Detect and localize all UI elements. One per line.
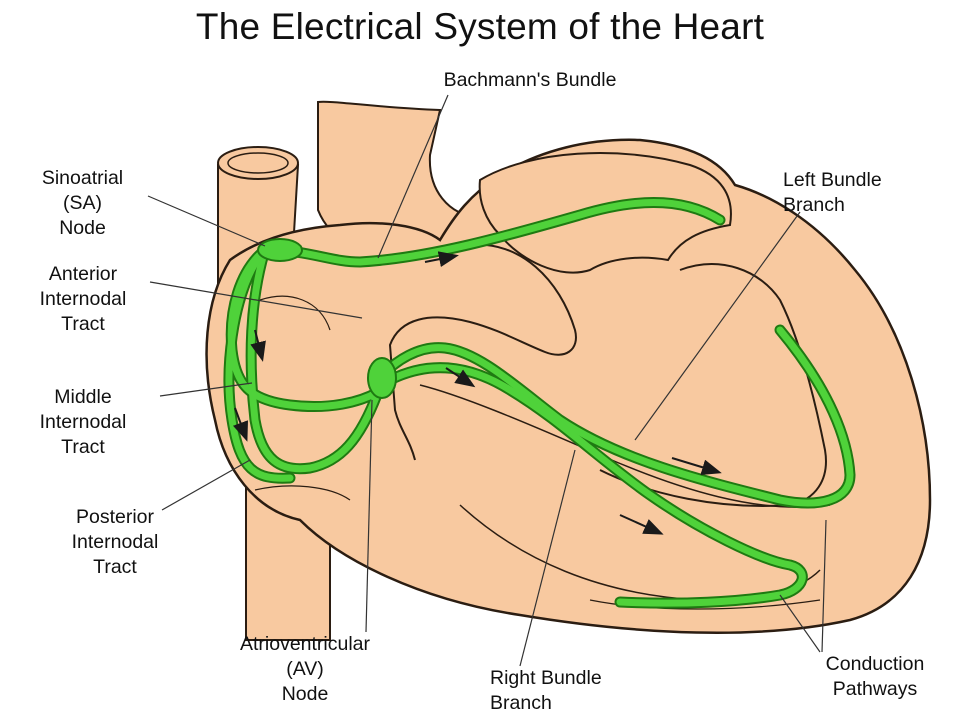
leader-middle bbox=[159, 382, 253, 397]
label-bachmanns-bundle: Bachmann's Bundle bbox=[443, 69, 617, 91]
arrow-av bbox=[445, 367, 476, 388]
label-anterior-tract: Anterior Internodal Tract bbox=[39, 263, 127, 335]
leader-conduction-b bbox=[821, 519, 827, 653]
sa-node bbox=[257, 238, 303, 262]
arrow-anterior bbox=[250, 329, 266, 362]
label-right-bundle-branch: Right Bundle Branch bbox=[490, 667, 602, 714]
arrow-right-bundle bbox=[619, 514, 664, 535]
label-conduction-pathways: Conduction Pathways bbox=[825, 653, 925, 700]
left-bundle-path bbox=[374, 326, 854, 507]
label-middle-tract: Middle Internodal Tract bbox=[39, 386, 127, 458]
ventricle-wall bbox=[599, 263, 827, 507]
right-bundle-path bbox=[386, 364, 806, 607]
arrow-bachmann bbox=[424, 251, 459, 267]
middle-tract-path bbox=[247, 246, 382, 473]
leader-lines bbox=[147, 94, 827, 667]
leader-sa bbox=[147, 195, 266, 247]
arrow-left-bundle bbox=[671, 457, 722, 475]
leader-posterior bbox=[161, 459, 251, 511]
anterior-tract-path bbox=[227, 246, 382, 411]
leader-anterior bbox=[149, 281, 363, 319]
bachmanns-bundle-path bbox=[261, 199, 724, 266]
flow-arrows bbox=[232, 251, 722, 535]
label-left-bundle-branch: Left Bundle Branch bbox=[783, 169, 882, 216]
diagram-title: The Electrical System of the Heart bbox=[195, 6, 765, 47]
leader-av bbox=[365, 399, 373, 633]
label-posterior-tract: Posterior Internodal Tract bbox=[71, 506, 159, 578]
leader-right-bundle bbox=[519, 449, 576, 667]
label-av-node: Atrioventricular (AV) Node bbox=[239, 633, 371, 705]
leader-left-bundle bbox=[634, 211, 801, 441]
av-node bbox=[367, 357, 397, 399]
label-sa-node: Sinoatrial (SA) Node bbox=[41, 167, 124, 239]
interatrial-septum bbox=[388, 243, 577, 461]
leader-conduction-a bbox=[779, 594, 821, 653]
arrow-middle bbox=[232, 407, 249, 442]
vena-cava-opening bbox=[217, 146, 299, 180]
leader-bachmann bbox=[377, 94, 449, 259]
